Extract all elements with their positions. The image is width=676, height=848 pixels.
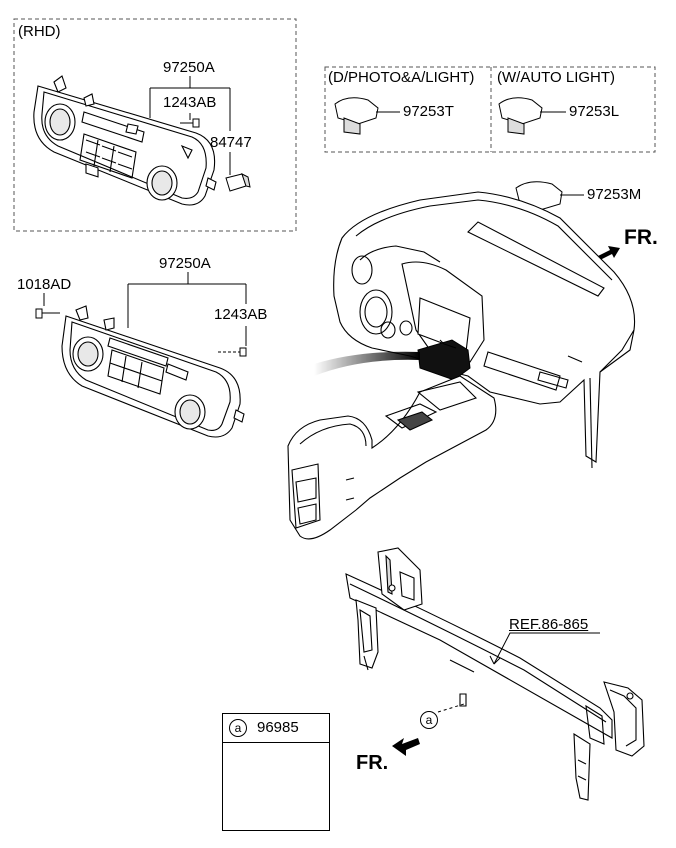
dashboard-shape — [333, 191, 636, 469]
swoosh-pointer — [314, 351, 420, 376]
sensor-97253l-shape — [498, 97, 566, 135]
legend-callout-a: a — [229, 719, 247, 737]
w-auto-group-label: (W/AUTO LIGHT) — [497, 69, 616, 86]
label-97253m: 97253M — [587, 186, 642, 203]
top-leader-lines — [149, 76, 231, 175]
label-97253l: 97253L — [569, 103, 620, 120]
ref-leader — [489, 632, 600, 665]
sensor-97253t-shape — [334, 97, 400, 135]
dashboard-control-unit-highlight — [417, 339, 471, 381]
legend-part-number: 96985 — [257, 719, 299, 736]
lower-screw-1018ad — [35, 308, 60, 319]
center-console-shape — [287, 375, 497, 540]
callout-a-circle: a — [420, 711, 438, 729]
sensor-options-box — [324, 66, 656, 153]
rhd-climate-control-panel — [33, 75, 217, 206]
label-97250a-lower: 97250A — [159, 255, 211, 272]
lower-screw-1243ab — [218, 347, 247, 357]
reference-label: REF.86-865 — [509, 616, 589, 633]
lower-leader-lines — [43, 272, 247, 346]
top-screw-1243ab — [180, 118, 200, 128]
label-1018ad: 1018AD — [17, 276, 72, 293]
legend-box: a 96985 — [222, 713, 330, 831]
rhd-group-box — [13, 18, 297, 232]
rhd-group-label: (RHD) — [18, 23, 61, 40]
front-label-lower: FR. — [356, 752, 389, 774]
callout-a-leader — [437, 703, 465, 713]
knob-84747 — [225, 173, 251, 192]
label-1243ab-lower: 1243AB — [214, 306, 268, 323]
label-97253t: 97253T — [403, 103, 454, 120]
d-photo-group-label: (D/PHOTO&A/LIGHT) — [328, 69, 475, 86]
front-arrow-lower-shape — [392, 738, 420, 756]
cowl-cross-bar-shape — [345, 547, 645, 801]
label-97250a-top: 97250A — [163, 59, 215, 76]
lower-climate-control-panel — [61, 305, 245, 438]
label-1243ab-top: 1243AB — [163, 94, 217, 111]
front-label-upper: FR. — [624, 226, 658, 249]
label-84747: 84747 — [210, 134, 252, 151]
legend-header: a 96985 — [223, 714, 329, 743]
